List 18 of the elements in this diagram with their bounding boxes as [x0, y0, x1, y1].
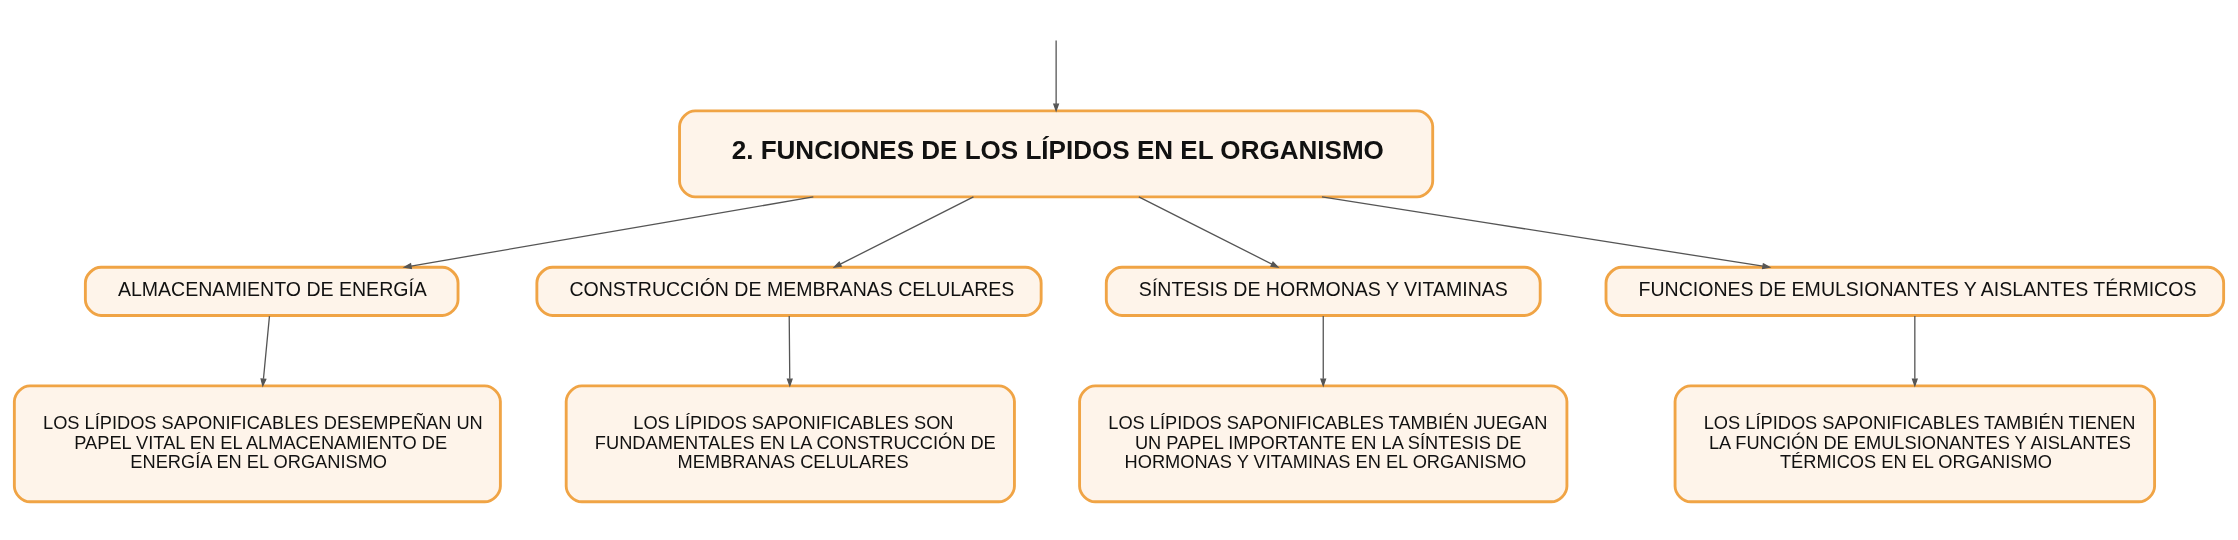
- arrow: [1052, 39, 1060, 113]
- arrow: [832, 195, 975, 268]
- arrow: [402, 195, 814, 269]
- arrow: [1321, 195, 1772, 269]
- node-box: CONSTRUCCIÓN DE MEMBRANAS CELULARES: [535, 265, 1043, 317]
- node-box: 2. FUNCIONES DE LOS LÍPIDOS EN EL ORGANISMO: [678, 108, 1435, 198]
- node-box: LOS LÍPIDOS SAPONIFICABLES TAMBIÉN JUEGAN UN PAPEL IMPORTANTE EN LA SÍNTESIS DE HORMONAS Y VITAMINAS EN EL ORGANISMO: [1078, 383, 1569, 503]
- node-box: ALMACENAMIENTO DE ENERGÍA: [83, 265, 460, 317]
- node-box: LOS LÍPIDOS SAPONIFICABLES SON FUNDAMENTALES EN LA CONSTRUCCIÓN DE MEMBRANAS CELULARES: [564, 383, 1016, 503]
- arrow: [1138, 195, 1280, 268]
- node-box: SÍNTESIS DE HORMONAS Y VITAMINAS: [1104, 265, 1542, 317]
- arrow: [260, 314, 271, 388]
- arrow: [786, 314, 793, 388]
- arrow: [1320, 314, 1327, 388]
- arrow: [1911, 314, 1919, 388]
- node-box: LOS LÍPIDOS SAPONIFICABLES TAMBIÉN TIENEN LA FUNCIÓN DE EMULSIONANTES Y AISLANTES TÉRMICOS EN EL ORGANISMO: [1673, 383, 2156, 503]
- node-box: LOS LÍPIDOS SAPONIFICABLES DESEMPEÑAN UN PAPEL VITAL EN EL ALMACENAMIENTO DE ENERGÍA EN EL ORGANISMO: [12, 383, 502, 503]
- node-box: FUNCIONES DE EMULSIONANTES Y AISLANTES TÉRMICOS: [1604, 265, 2226, 317]
